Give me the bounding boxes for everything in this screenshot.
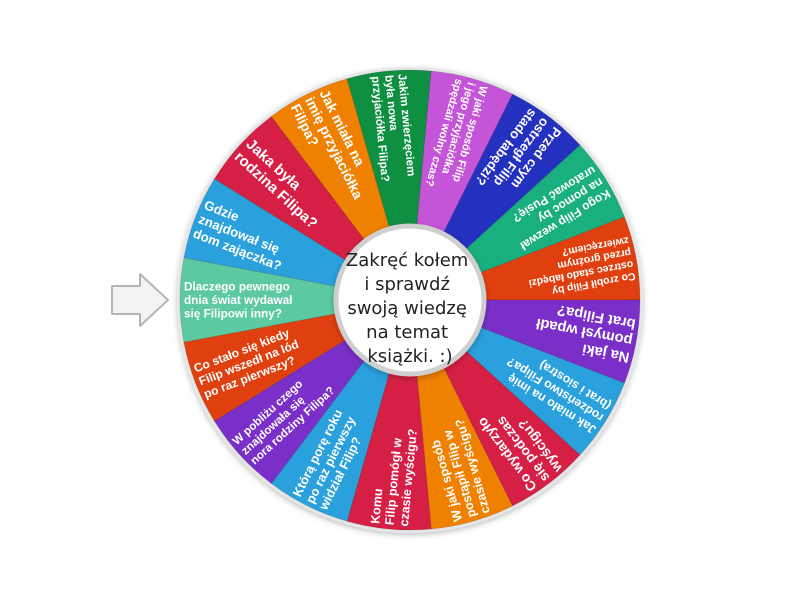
center-circle[interactable] [333, 223, 487, 377]
center-line: na temat [366, 322, 448, 343]
center-line: książki. :) [367, 346, 452, 367]
segment-label-line: Dlaczego pewnego [184, 281, 290, 294]
segment-wedge[interactable] [179, 257, 411, 343]
center-instruction: Zakręć kołem i sprawdź swoją wiedzę na t… [346, 250, 474, 367]
segment-label-line: była nowa [382, 75, 399, 132]
wheel-segment[interactable]: W pobliżu czegoznajdowała sięnora rodzin… [212, 269, 439, 486]
segment-label: KomuFilip pomógł wczasie wyścigu? [368, 426, 420, 527]
center-line: Zakręć kołem [346, 250, 468, 271]
center-line: i sprawdź [364, 274, 450, 295]
arrow-right-icon [111, 273, 169, 327]
segment-label-line: Komu [368, 488, 385, 525]
segment-label-line: się Filipowi inny? [184, 308, 282, 321]
center-hub[interactable]: Zakręć kołem i sprawdź swoją wiedzę na t… [333, 223, 487, 377]
segment-label-line: dnia świat wydawał [184, 294, 293, 307]
center-line: swoją wiedzę [347, 298, 467, 319]
